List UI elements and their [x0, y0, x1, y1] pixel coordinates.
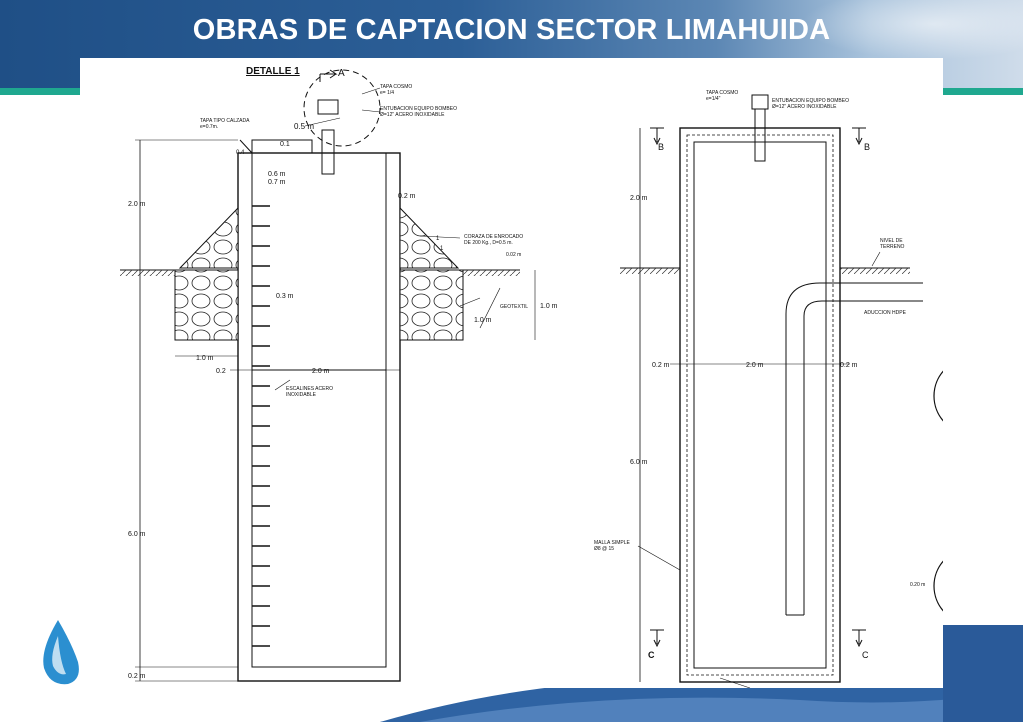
slope-1: 1 — [436, 236, 440, 242]
left-well-inner — [251, 152, 387, 668]
right-section-drawing — [620, 94, 1011, 689]
banner-cloud — [800, 0, 1023, 60]
right-pump-cap — [751, 94, 769, 110]
left-pump-pipe — [321, 129, 335, 175]
section-c-right-arrow — [852, 629, 866, 648]
escalines-spec: INOXIDABLE — [286, 392, 317, 398]
coraza-label: CORAZA DE ENROCADO — [464, 234, 523, 240]
left-riprap-lower-left — [174, 269, 239, 341]
left-pump-cap — [317, 99, 339, 115]
dim-0-4: 0.4 — [236, 150, 245, 156]
slide-title: OBRAS DE CAPTACION SECTOR LIMAHUIDA — [192, 14, 831, 46]
dim-2-0-mid: 2.0 m — [312, 368, 330, 375]
nivel-label: NIVEL DE — [880, 238, 903, 244]
section-b-left-arrow — [650, 127, 664, 146]
water-drop-logo-inner — [52, 636, 66, 675]
footer-wave-light — [420, 690, 1023, 722]
dim-0-6: 0.6 m — [268, 171, 286, 178]
left-detail-circle — [303, 69, 381, 147]
section-a-label: A — [338, 68, 345, 79]
nivel-spec: TERRENO — [880, 244, 905, 250]
right-dim-0-2-right: 0.2 m — [840, 362, 858, 369]
dim-0-3: 0.3 m — [276, 293, 294, 300]
section-b-right-label: B — [864, 142, 870, 152]
escalines-label: ESCALINES ACERO — [286, 386, 333, 392]
left-labels: DETALLE 1 A TAPA COSMO e= 1/4 ENTUBACION… — [128, 66, 558, 680]
right-pump-pipe — [754, 108, 766, 162]
dim-0-2-bottom: 0.2 m — [128, 673, 146, 680]
aduccion-label: ADUCCION HDPE — [864, 310, 907, 316]
entubacion-spec: Ø=12" ACERO INOXIDABLE — [380, 112, 445, 118]
dim-1-0-bottom: 1.0 m — [196, 355, 214, 362]
dim-0-2-top: 0.2 m — [398, 193, 416, 200]
right-entubacion-spec: Ø=12" ACERO INOXIDABLE — [772, 104, 837, 110]
right-well-inner — [693, 141, 827, 669]
section-c-left-arrow — [650, 629, 664, 648]
right-well-outer — [679, 127, 841, 683]
right-detail-circle-2 — [933, 547, 1011, 625]
right-labels: TAPA COSMO e=1/4" ENTUBACION EQUIPO BOMB… — [594, 90, 925, 660]
dim-0-2-left: 0.2 — [216, 368, 226, 375]
right-dim-6-0: 6.0 m — [630, 459, 648, 466]
left-dim-diagonal — [479, 287, 501, 329]
water-drop-logo — [43, 620, 79, 685]
section-c-right-label: C — [862, 650, 869, 660]
right-dim-2-0: 2.0 m — [630, 195, 648, 202]
tapa-calzada-label: TAPA TIPO CALZADA — [200, 118, 250, 124]
dim-0-7: 0.7 m — [268, 179, 286, 186]
dim-0-1: 0.1 — [280, 141, 290, 148]
dim-0-02: 0.02 m — [506, 252, 521, 258]
entubacion-label: ENTUBACION EQUIPO BOMBEO — [380, 106, 457, 112]
right-dim-0-20: 0.20 m — [910, 582, 925, 588]
dim-1-0-diag: 1.0 m — [474, 317, 492, 324]
slope-2: 1 — [440, 246, 444, 252]
coraza-spec: DE 200 Kg., D=0.5 m. — [464, 240, 513, 246]
section-b-left-label: B — [658, 142, 664, 152]
tapa-cosmo-spec: e= 1/4 — [380, 90, 394, 96]
dim-2-0-vertical: 2.0 m — [128, 201, 146, 208]
left-riprap-upper-left — [178, 206, 239, 269]
right-tapa-label: TAPA COSMO — [706, 90, 738, 96]
left-riprap-upper-right — [399, 206, 460, 269]
right-hdpe-pipe — [785, 282, 923, 615]
section-a-arrow — [319, 69, 338, 82]
left-section-drawing — [120, 69, 536, 682]
right-dim-0-2-left: 0.2 m — [652, 362, 670, 369]
tapa-calzada-spec: e=0.7m. — [200, 124, 218, 130]
technical-drawing: DETALLE 1 A TAPA COSMO e= 1/4 ENTUBACION… — [80, 58, 1011, 689]
right-detail-circle-1 — [933, 357, 1011, 435]
dim-1-0-right: 1.0 m — [540, 303, 558, 310]
malla-spec: Ø8 @ 15 — [594, 546, 614, 552]
footer-decoration — [43, 620, 1023, 722]
left-well-outer — [237, 152, 401, 682]
section-c-left-label: C — [648, 650, 655, 660]
detail-label: DETALLE 1 — [246, 66, 300, 77]
section-b-right-arrow — [852, 127, 866, 146]
left-lid — [251, 139, 313, 154]
dim-6-0-vertical: 6.0 m — [128, 531, 146, 538]
dim-0-5: 0.5 m — [294, 122, 314, 131]
tapa-cosmo-label: TAPA COSMO — [380, 84, 412, 90]
right-tapa-spec: e=1/4" — [706, 96, 721, 102]
right-entubacion-label: ENTUBACION EQUIPO BOMBEO — [772, 98, 849, 104]
malla-label: MALLA SIMPLE — [594, 540, 631, 546]
left-ladder — [252, 205, 270, 647]
right-dim-2-0-mid: 2.0 m — [746, 362, 764, 369]
footer-right-block — [943, 625, 1023, 722]
left-riprap-lower-right — [399, 269, 464, 341]
right-well-mesh — [686, 134, 834, 676]
geotextil-label: GEOTEXTIL — [500, 304, 528, 310]
